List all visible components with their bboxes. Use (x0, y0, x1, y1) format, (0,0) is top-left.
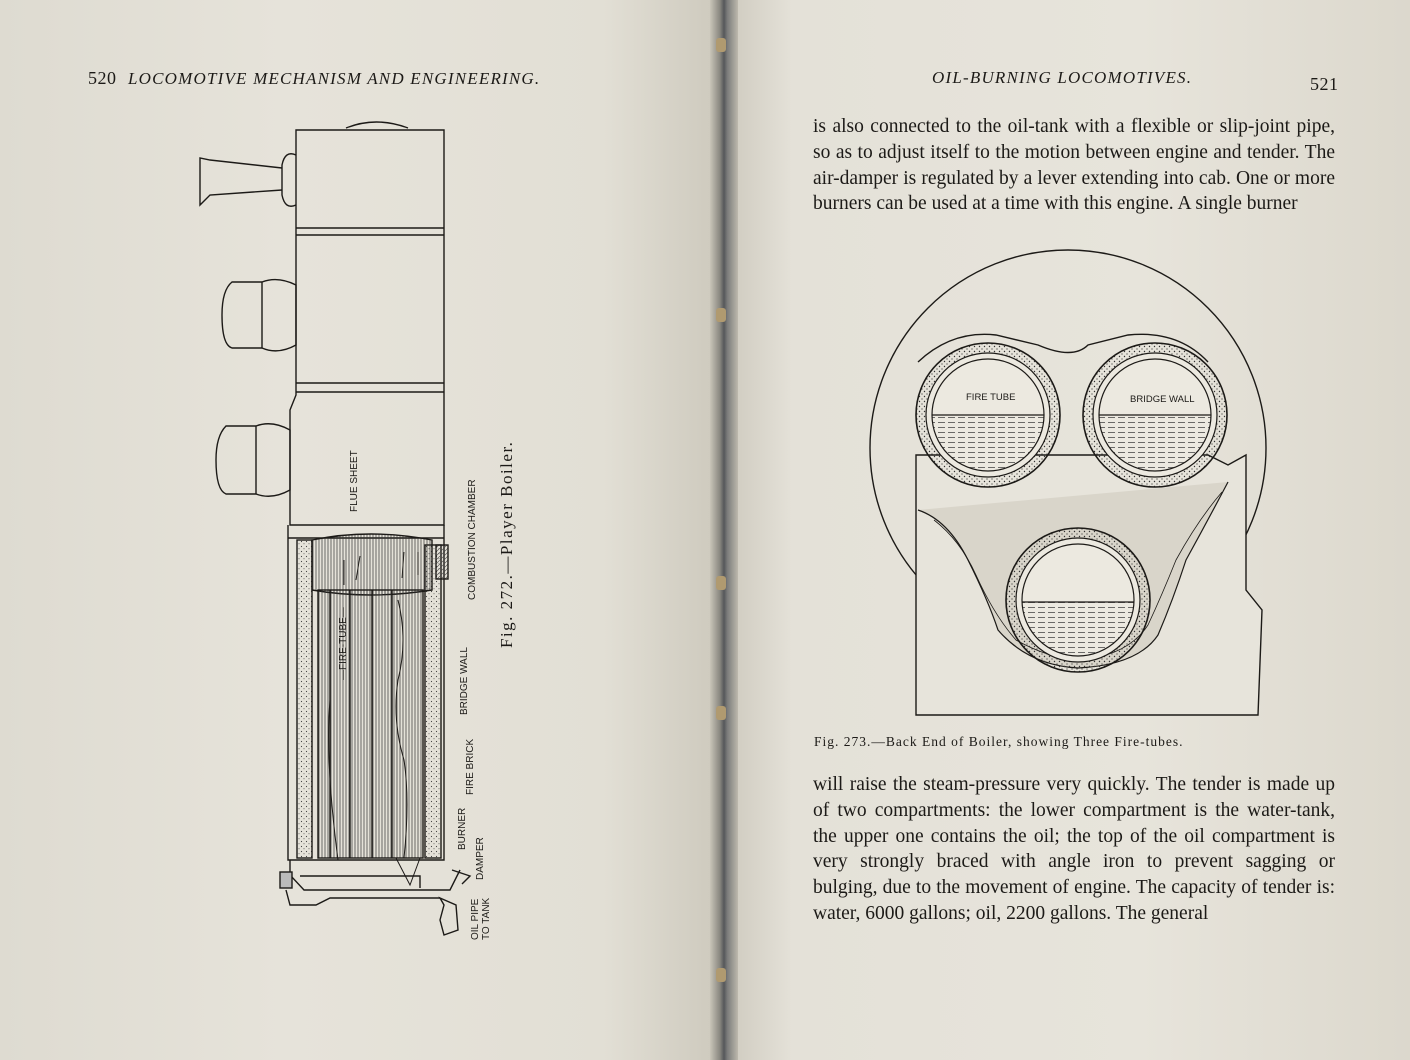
label-fire-tube-right: FIRE TUBE (966, 392, 1015, 403)
paragraph-bottom: will raise the steam-pressure very quick… (813, 772, 1335, 927)
back-end-boiler-figure: FIRE TUBE BRIDGE WALL (869, 249, 1267, 716)
paragraph-top-text: is also connected to the oil-tank with a… (813, 116, 1335, 215)
label-bridge-wall-right: BRIDGE WALL (1130, 394, 1195, 405)
binding-stitch (716, 706, 726, 720)
fire-tube-bottom (1005, 527, 1151, 673)
binding-stitch (716, 968, 726, 982)
label-bridge-wall: BRIDGE WALL (459, 647, 470, 715)
player-boiler-figure: FLUE SHEET —FIRE-TUBE— COMBUSTION CHAMBE… (199, 121, 492, 940)
left-page: 520 LOCOMOTIVE MECHANISM AND ENGINEERING… (0, 0, 710, 1060)
boiler-labels: FLUE SHEET —FIRE-TUBE— COMBUSTION CHAMBE… (338, 450, 492, 940)
fire-tube-left (915, 342, 1061, 488)
fig-272-caption-text: Fig. 272.—Player Boiler. (497, 440, 516, 648)
label-damper: DAMPER (475, 837, 486, 880)
fig-272-caption: Fig. 272.—Player Boiler. (497, 430, 527, 650)
label-oil-pipe: OIL PIPE (470, 898, 481, 940)
label-flue-sheet: FLUE SHEET (349, 450, 360, 512)
left-page-number: 520 (88, 68, 117, 88)
left-running-head: 520 LOCOMOTIVE MECHANISM AND ENGINEERING… (88, 68, 540, 89)
binding-stitch (716, 38, 726, 52)
label-fire-tube: —FIRE-TUBE— (338, 607, 349, 680)
fig-273-caption: Fig. 273.—Back End of Boiler, showing Th… (814, 734, 1184, 749)
right-page-number: 521 (1310, 74, 1339, 94)
label-combustion-chamber: COMBUSTION CHAMBER (467, 479, 478, 600)
label-to-tank: TO TANK (481, 897, 492, 940)
binding-stitch (716, 308, 726, 322)
right-running-title: OIL-BURNING LOCOMOTIVES. (932, 68, 1193, 87)
label-fire-brick: FIRE BRICK (465, 739, 476, 795)
right-running-head: OIL-BURNING LOCOMOTIVES. (932, 68, 1192, 88)
label-burner: BURNER (457, 808, 468, 850)
fire-tube-right (1082, 342, 1228, 488)
boiler-outline (199, 121, 472, 936)
book-gutter (710, 0, 738, 1060)
paragraph-bottom-text: will raise the steam-pressure very quick… (813, 774, 1335, 924)
right-page: OIL-BURNING LOCOMOTIVES. 521 is also con… (738, 0, 1410, 1060)
binding-stitch (716, 576, 726, 590)
paragraph-top: is also connected to the oil-tank with a… (813, 114, 1335, 217)
left-running-title: LOCOMOTIVE MECHANISM AND ENGINEERING. (127, 69, 541, 88)
